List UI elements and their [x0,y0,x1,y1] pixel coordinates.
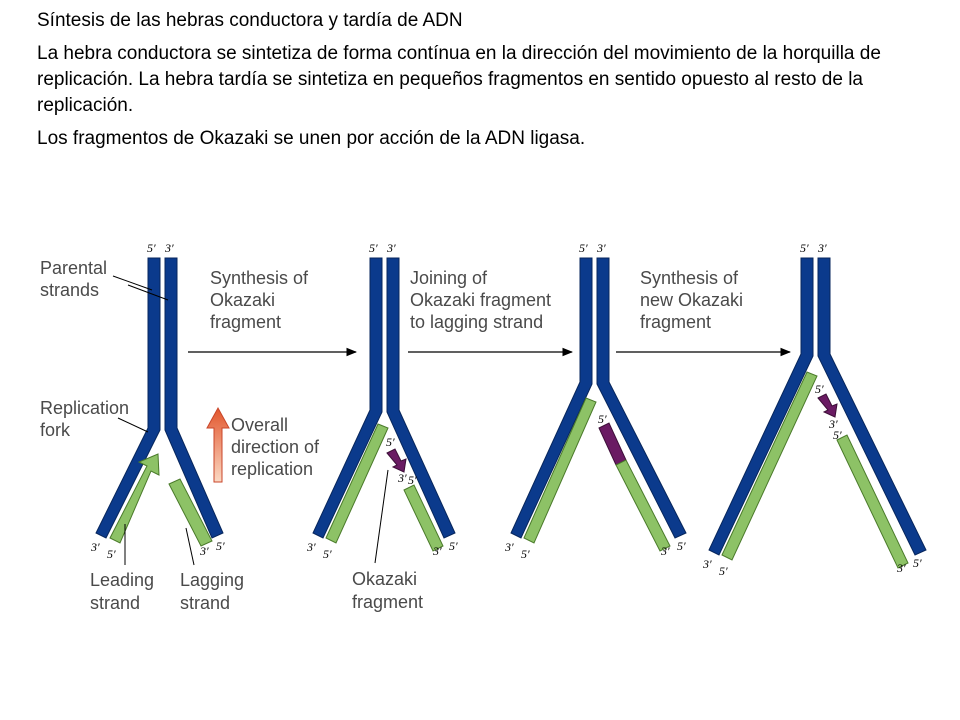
end-label: 5′ [719,564,728,578]
end-label: 5′ [800,241,809,255]
end-label: 3′ [90,540,100,554]
okazaki-fragment-new [817,393,838,418]
end-label: 3′ [386,241,396,255]
leader-line [127,284,169,301]
svg-text:replication: replication [231,459,313,479]
step-1-label: Synthesis of Okazaki fragment [210,268,309,332]
end-label: 3′ [660,544,670,558]
step-3-label: Synthesis of new Okazaki fragment [640,268,743,332]
svg-text:to lagging strand: to lagging strand [410,312,543,332]
parental-strand-left [312,257,383,539]
lagging-strand-label: Lagging strand [180,570,244,613]
svg-text:fragment: fragment [352,592,423,612]
svg-text:fragment: fragment [210,312,281,332]
svg-text:strands: strands [40,280,99,300]
description-paragraph-1: La hebra conductora se sintetiza de form… [37,43,881,116]
end-label: 3′ [199,544,209,558]
end-label: 5′ [323,547,332,561]
end-label: 3′ [596,241,606,255]
end-label: 5′ [833,428,842,442]
svg-text:Overall: Overall [231,415,288,435]
text-block: Síntesis de las hebras conductora y tard… [37,8,927,159]
svg-text:direction of: direction of [231,437,320,457]
svg-text:Replication: Replication [40,398,129,418]
overall-direction-arrow [206,406,230,483]
end-label: 3′ [702,557,712,571]
overall-direction-label: Overall direction of replication [231,415,320,479]
end-label: 5′ [386,435,395,449]
leader-line [117,417,149,433]
svg-text:Joining of: Joining of [410,268,488,288]
svg-text:Parental: Parental [40,258,107,278]
parental-strand-left [510,257,593,539]
leading-strand [523,397,597,544]
end-label: 5′ [147,241,156,255]
end-label: 5′ [815,382,824,396]
lagging-strand [168,478,213,547]
svg-text:strand: strand [180,593,230,613]
end-label: 5′ [521,547,530,561]
lagging-strand [403,484,444,552]
svg-text:Okazaki fragment: Okazaki fragment [410,290,551,310]
leading-strand [721,371,818,561]
svg-text:fork: fork [40,420,71,440]
end-label: 3′ [432,544,442,558]
svg-text:strand: strand [90,593,140,613]
end-label: 5′ [216,539,225,553]
leader-line [112,275,153,291]
svg-text:Okazaki: Okazaki [210,290,275,310]
end-label: 5′ [913,556,922,570]
parental-strand-right [817,257,927,556]
end-label: 3′ [164,241,174,255]
svg-text:Lagging: Lagging [180,570,244,590]
end-label: 5′ [579,241,588,255]
svg-text:fragment: fragment [640,312,711,332]
end-label: 3′ [817,241,827,255]
svg-text:Synthesis of: Synthesis of [640,268,739,288]
svg-text:Leading: Leading [90,570,154,590]
end-label: 5′ [449,539,458,553]
leader-line [374,469,389,564]
fork-2: 5′ 3′ 5′ 3′ 5′ 3′ 5′ 3′ 5′ [306,241,458,561]
svg-text:new Okazaki: new Okazaki [640,290,743,310]
end-label: 5′ [107,547,116,561]
leader-line [185,527,195,566]
parental-strand-right [164,257,224,539]
replication-fork-label: Replication fork [40,398,129,440]
end-label: 3′ [828,417,838,431]
end-label: 5′ [598,412,607,426]
fork-4: 5′ 3′ 5′ 3′ 5′ 3′ 5′ 3′ 5′ [702,241,927,578]
description-paragraph-2: Los fragmentos de Okazaki se unen por ac… [37,128,586,149]
fork-3: 5′ 3′ 5′ 3′ 5′ 3′ 5′ [504,241,687,561]
okazaki-fragment [386,448,407,473]
parental-strand-left [708,257,814,556]
end-label: 5′ [408,473,417,487]
parental-strand-right [596,257,687,539]
lagging-strand [615,459,671,552]
step-2-label: Joining of Okazaki fragment to lagging s… [410,268,551,332]
end-label: 3′ [504,540,514,554]
end-label: 3′ [397,471,407,485]
page-title: Síntesis de las hebras conductora y tard… [37,10,463,31]
leading-strand [325,423,389,544]
leading-strand-label: Leading strand [90,570,154,613]
end-label: 5′ [677,539,686,553]
okazaki-fragment-label: Okazaki fragment [352,569,423,612]
parental-strand-right [386,257,456,539]
end-label: 5′ [369,241,378,255]
svg-text:Synthesis of: Synthesis of [210,268,309,288]
end-label: 3′ [896,561,906,575]
lagging-strand [836,434,909,569]
parental-strand-left [95,257,161,539]
parental-strands-label: Parental strands [40,258,107,300]
end-label: 3′ [306,540,316,554]
svg-text:Okazaki: Okazaki [352,569,417,589]
